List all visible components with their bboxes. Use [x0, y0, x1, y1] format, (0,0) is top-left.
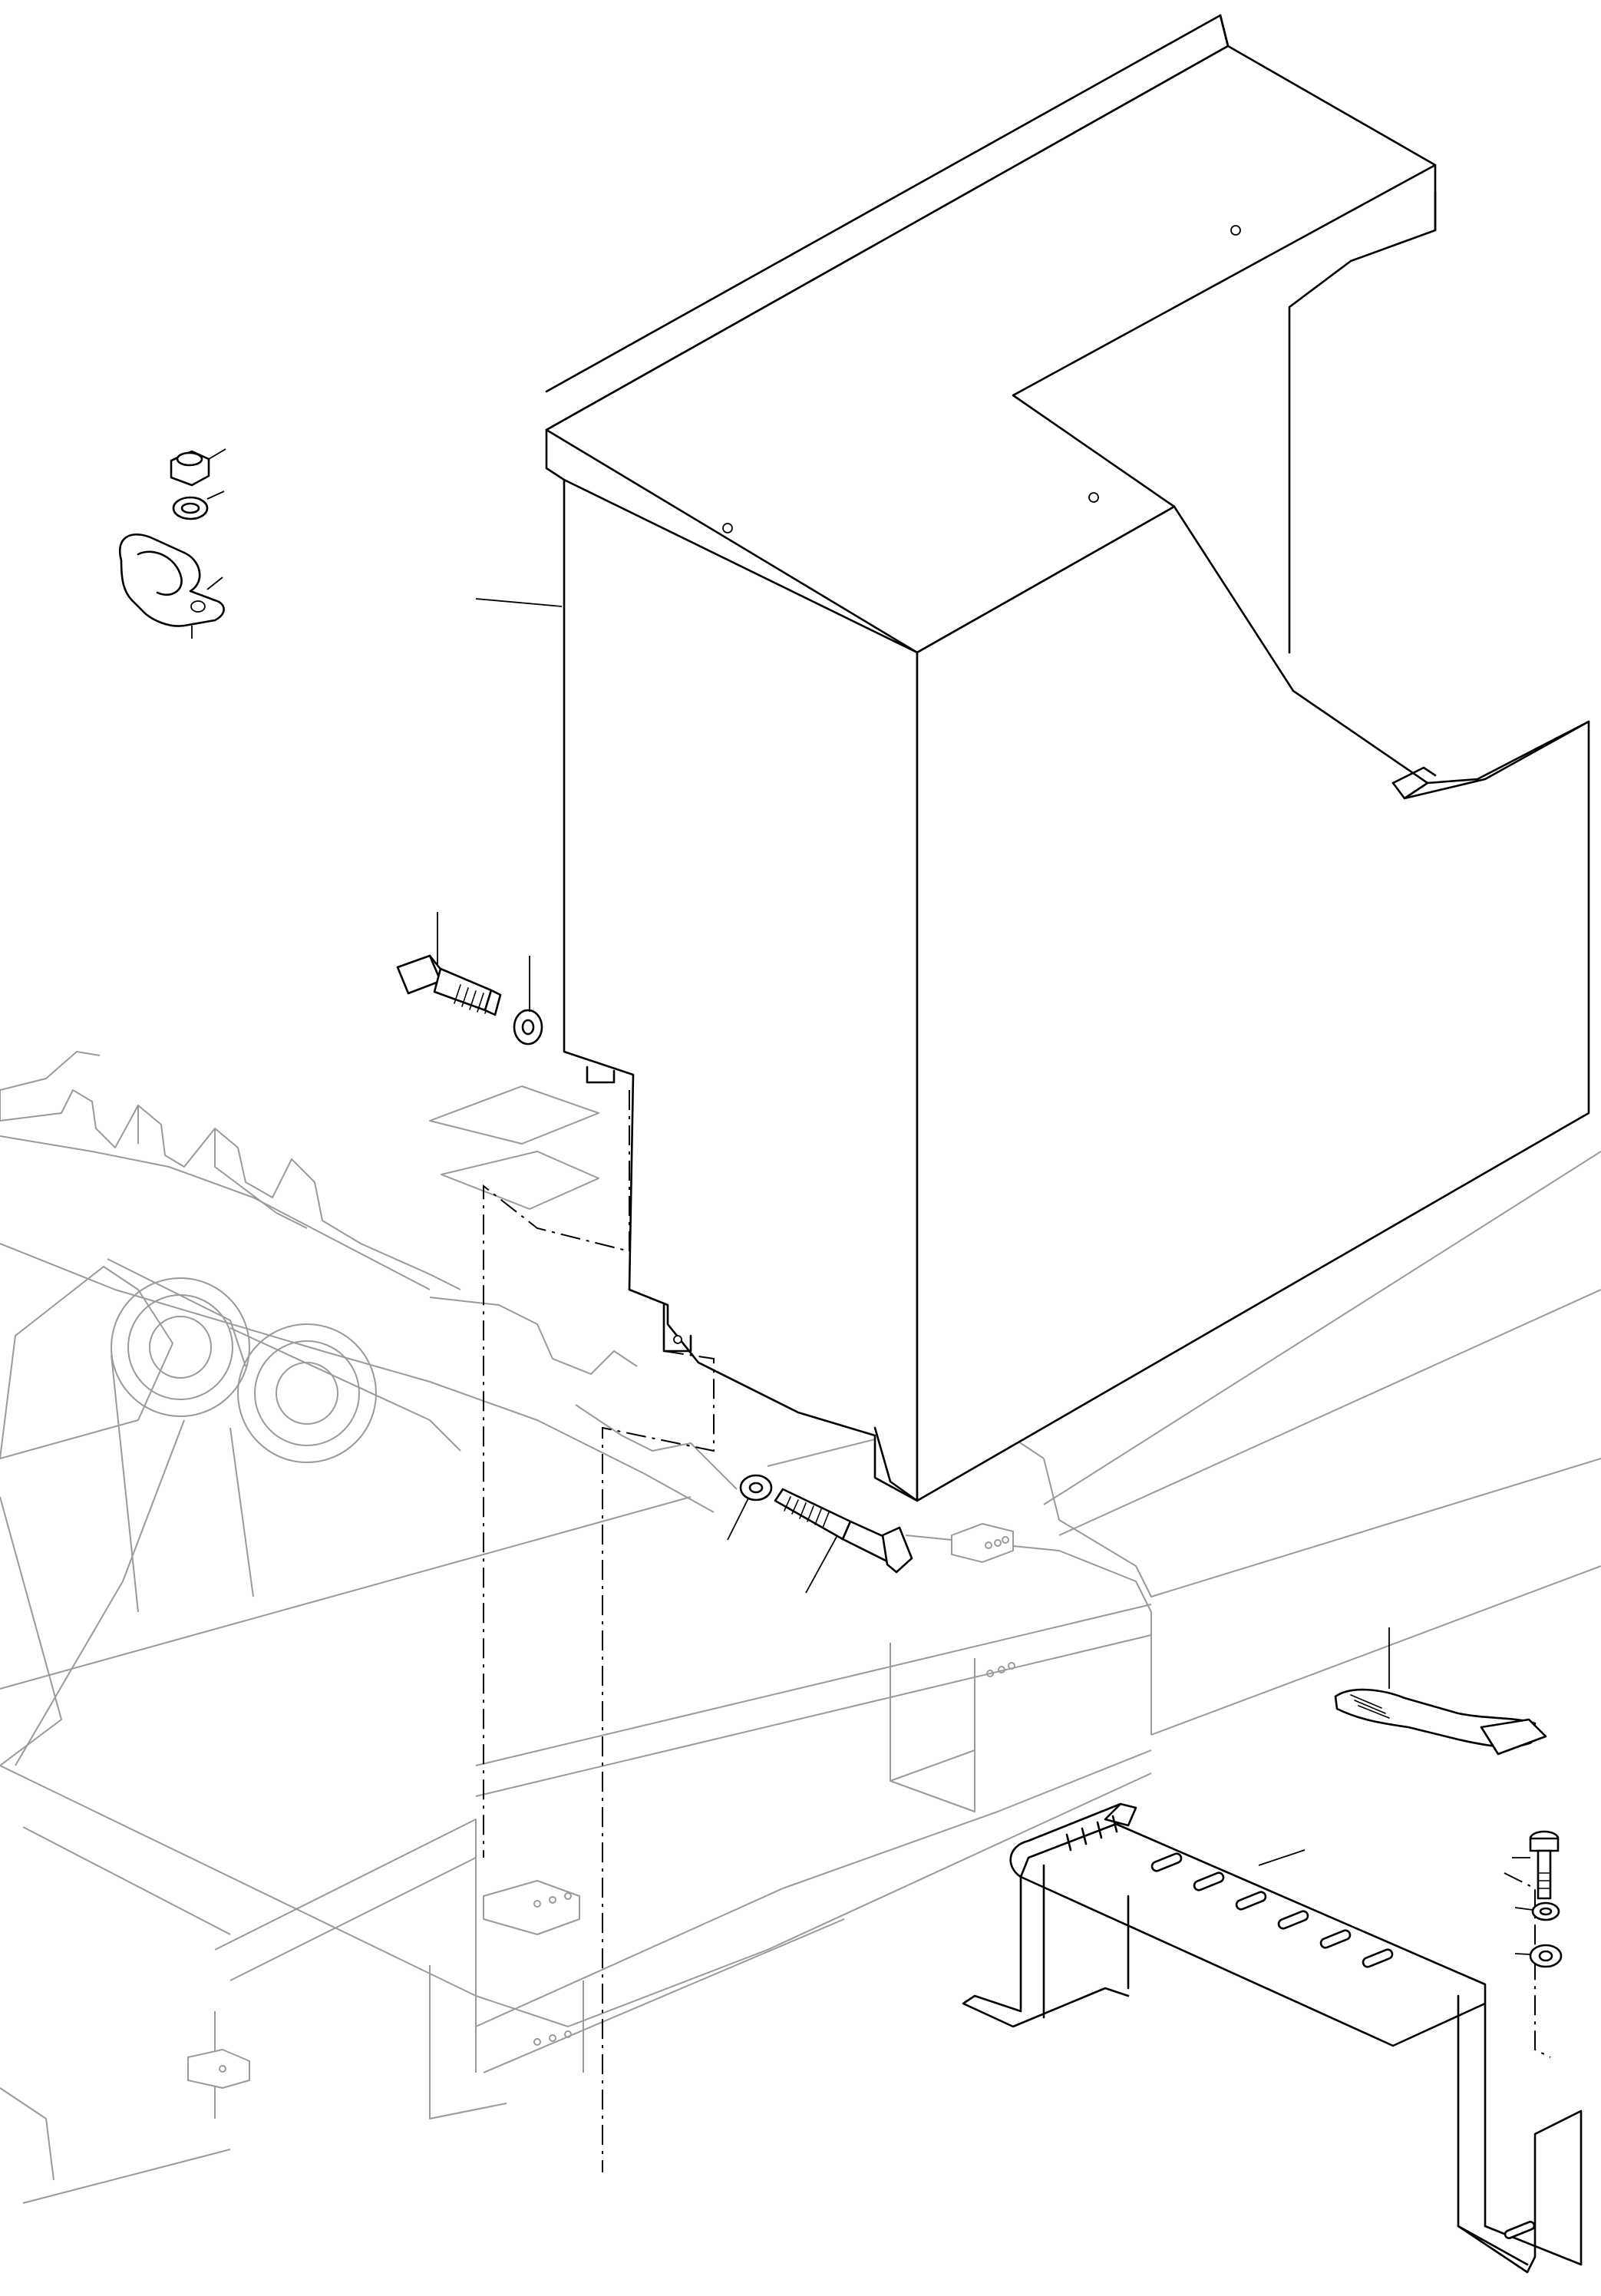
strap-latch — [1334, 1627, 1547, 1756]
step-bracket — [962, 1802, 1583, 2274]
washer-right-1 — [1514, 1901, 1560, 1921]
bolt-lower — [774, 1488, 913, 1594]
bolt-small-right — [1512, 1830, 1560, 1900]
leader-cover — [475, 598, 563, 607]
assembly-centrelines — [483, 1090, 1551, 2172]
washer-right-2 — [1514, 1944, 1563, 1968]
washer-lower — [727, 1474, 773, 1541]
bolt-upper — [396, 912, 502, 1016]
ghosted-machine-frame — [0, 1051, 1601, 2204]
nut — [170, 448, 226, 487]
washer-small — [172, 491, 225, 520]
p-clamp — [119, 534, 225, 639]
cover-enclosure — [545, 14, 1590, 1502]
clamp-assembly — [119, 448, 226, 639]
washer-upper — [513, 956, 543, 1046]
